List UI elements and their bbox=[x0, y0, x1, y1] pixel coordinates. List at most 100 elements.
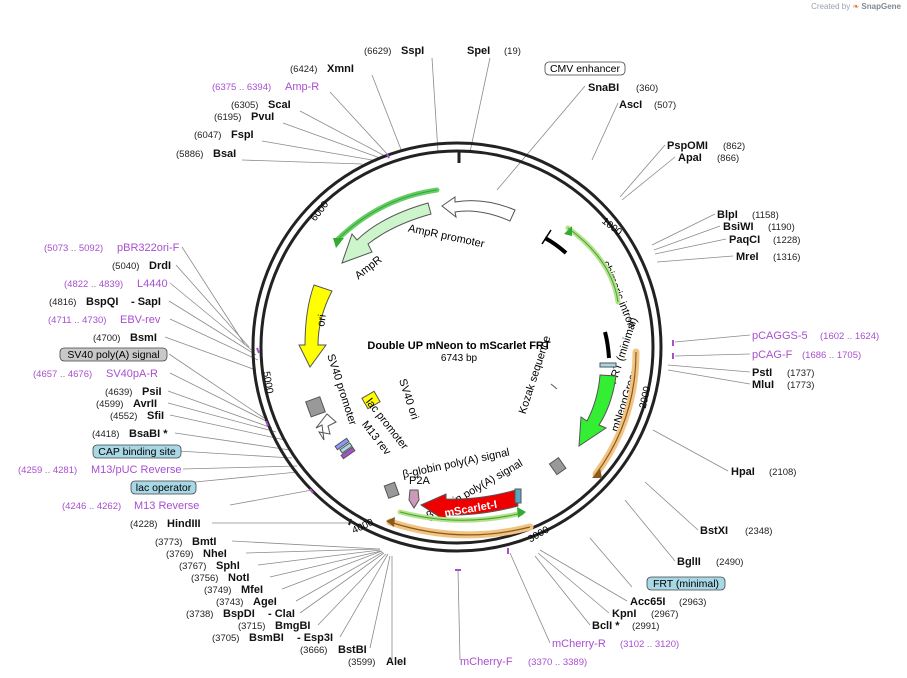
site-position: (3743) bbox=[216, 597, 243, 608]
primer-label[interactable]: Amp-R bbox=[285, 81, 319, 93]
enzyme-site-label[interactable]: AleI bbox=[386, 656, 406, 668]
enzyme-site-label[interactable]: BsmBI bbox=[249, 632, 284, 644]
site-position: (866) bbox=[717, 153, 739, 164]
ori-feature[interactable] bbox=[298, 284, 333, 368]
site-position: (3769) bbox=[166, 549, 193, 560]
mneongreen-feature[interactable] bbox=[578, 374, 617, 447]
enzyme-site-label[interactable]: BclI * bbox=[592, 620, 620, 632]
mscarlet-feature[interactable] bbox=[419, 489, 519, 522]
enzyme-site-label[interactable]: NheI bbox=[203, 548, 227, 560]
ampr-promoter-feature[interactable] bbox=[441, 196, 516, 222]
leader-line bbox=[282, 122, 381, 159]
backbone-outer bbox=[251, 141, 663, 553]
enzyme-site-label[interactable]: BspDI bbox=[223, 608, 255, 620]
enzyme-site-label[interactable]: ApaI bbox=[678, 152, 702, 164]
enzyme-site-label[interactable]: BmtI bbox=[192, 536, 216, 548]
leader-line bbox=[589, 537, 633, 588]
enzyme-site-label[interactable]: FspI bbox=[231, 129, 254, 141]
enzyme-site-label[interactable]: ScaI bbox=[268, 99, 291, 111]
enzyme-site-label[interactable]: SphI bbox=[216, 560, 240, 572]
enzyme-site-label[interactable]: - Esp3I bbox=[297, 632, 333, 644]
enzyme-site-label[interactable]: AgeI bbox=[253, 596, 277, 608]
enzyme-site-label[interactable]: PstI bbox=[752, 367, 772, 379]
sv40-ori-feature[interactable] bbox=[361, 390, 381, 410]
site-position: (3599) bbox=[348, 657, 375, 668]
leader-line bbox=[339, 553, 389, 638]
enzyme-site-label[interactable]: PspOMI bbox=[667, 140, 708, 152]
ring-marks bbox=[256, 153, 674, 571]
p2a-feature[interactable] bbox=[408, 489, 420, 509]
enzyme-site-label[interactable]: DrdI bbox=[149, 260, 171, 272]
polya-left-box[interactable] bbox=[383, 481, 400, 499]
feature-label-box[interactable] bbox=[92, 444, 182, 459]
enzyme-site-label[interactable]: KpnI bbox=[612, 608, 636, 620]
site-position: (3749) bbox=[204, 585, 231, 596]
site-position: (3738) bbox=[186, 609, 213, 620]
ampr-green-arc-line bbox=[336, 189, 438, 241]
sv40-promoter-feature[interactable] bbox=[315, 413, 337, 441]
enzyme-site-label[interactable]: BsaBI * bbox=[129, 428, 168, 440]
primer-label[interactable]: pCAG-F bbox=[752, 349, 793, 361]
plasmid-length: 6743 bp bbox=[441, 353, 478, 364]
feature-label-box[interactable] bbox=[59, 347, 168, 362]
enzyme-site-label[interactable]: PvuI bbox=[251, 111, 274, 123]
enzyme-site-label[interactable]: MfeI bbox=[241, 584, 263, 596]
enzyme-site-label[interactable]: MreI bbox=[736, 251, 759, 263]
ampr-label: AmpR bbox=[353, 254, 385, 282]
enzyme-site-label[interactable]: BsaI bbox=[213, 148, 236, 160]
feature-label-box[interactable] bbox=[646, 576, 726, 591]
enzyme-site-label[interactable]: BstXI bbox=[700, 525, 728, 537]
enzyme-site-label[interactable]: BsiWI bbox=[723, 221, 754, 233]
primer-label[interactable]: pBR322ori-F bbox=[117, 242, 180, 254]
enzyme-site-label[interactable]: HpaI bbox=[731, 466, 755, 478]
enzyme-site-label[interactable]: - ClaI bbox=[268, 608, 295, 620]
enzyme-site-label[interactable]: PsiI bbox=[142, 386, 162, 398]
enzyme-site-label[interactable]: PaqCI bbox=[729, 234, 760, 246]
enzyme-site-label[interactable]: AvrII bbox=[133, 398, 157, 410]
leader-line bbox=[539, 549, 628, 602]
m13-rev-feature[interactable] bbox=[340, 446, 356, 460]
snapgene-credit: Created by ❧ SnapGene bbox=[811, 2, 901, 11]
primer-label[interactable]: pCAGGS-5 bbox=[752, 330, 808, 342]
enzyme-site-label[interactable]: SnaBI bbox=[588, 82, 619, 94]
feature-label-box[interactable] bbox=[544, 61, 626, 76]
enzyme-site-label[interactable]: BmgBI bbox=[275, 620, 310, 632]
enzyme-site-label[interactable]: NotI bbox=[228, 572, 249, 584]
enzyme-site-label[interactable]: - SapI bbox=[131, 296, 161, 308]
leader-line bbox=[369, 555, 391, 649]
lac-promoter-feature[interactable] bbox=[334, 437, 350, 451]
enzyme-site-label[interactable]: BsmI bbox=[130, 332, 157, 344]
primer-label[interactable]: SV40pA-R bbox=[106, 368, 158, 380]
enzyme-site-label[interactable]: MluI bbox=[752, 379, 774, 391]
enzyme-site-label[interactable]: XmnI bbox=[327, 63, 354, 75]
cap-site-feature[interactable] bbox=[339, 442, 353, 454]
leader-line bbox=[261, 140, 373, 161]
primer-label[interactable]: M13/pUC Reverse bbox=[91, 464, 181, 476]
primer-label[interactable]: L4440 bbox=[137, 278, 168, 290]
ampr-feature[interactable] bbox=[341, 202, 432, 264]
ampr-arc-head bbox=[333, 238, 344, 248]
enzyme-site-label[interactable]: SpeI bbox=[467, 45, 490, 57]
polya-right-box[interactable] bbox=[548, 456, 567, 476]
enzyme-site-label[interactable]: BstBI bbox=[338, 644, 367, 656]
enzyme-site-label[interactable]: SspI bbox=[401, 45, 424, 57]
primer-label[interactable]: EBV-rev bbox=[120, 314, 161, 326]
primer-position: (4246 .. 4262) bbox=[62, 501, 121, 512]
enzyme-site-label[interactable]: SfiI bbox=[147, 410, 164, 422]
frt-minimal-feature[interactable] bbox=[599, 362, 617, 368]
enzyme-site-label[interactable]: HindIII bbox=[167, 518, 201, 530]
enzyme-site-label[interactable]: Acc65I bbox=[630, 596, 665, 608]
frt-minimal-feature-2[interactable] bbox=[514, 488, 522, 504]
feature-label-text: SV40 poly(A) signal bbox=[67, 349, 159, 361]
enzyme-site-label[interactable]: AscI bbox=[619, 99, 642, 111]
feature-label-box[interactable] bbox=[130, 480, 197, 495]
credit-prefix: Created by bbox=[811, 2, 851, 11]
sv40-polya-box[interactable] bbox=[305, 396, 326, 418]
primer-label[interactable]: mCherry-F bbox=[460, 656, 513, 668]
enzyme-site-label[interactable]: BlpI bbox=[717, 209, 738, 221]
primer-label[interactable]: mCherry-R bbox=[552, 638, 606, 650]
enzyme-site-label[interactable]: BspQI bbox=[86, 296, 118, 308]
primer-label[interactable]: M13 Reverse bbox=[134, 500, 199, 512]
enzyme-site-label[interactable]: BglII bbox=[677, 556, 701, 568]
leader-line bbox=[317, 553, 387, 626]
